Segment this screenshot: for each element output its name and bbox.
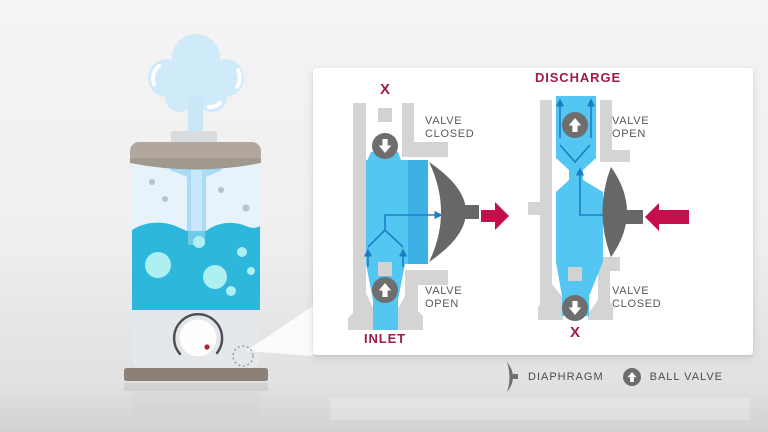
right-valve-bottom-state-label: VALVE CLOSED bbox=[612, 285, 662, 310]
steam-cloud-icon bbox=[148, 34, 244, 112]
legend-item-diaphragm: DIAPHRAGM bbox=[504, 360, 604, 394]
ball-valve-closed-icon bbox=[372, 133, 398, 159]
control-knob[interactable] bbox=[172, 313, 224, 358]
valve-seat bbox=[378, 108, 392, 122]
lid bbox=[130, 142, 261, 170]
discharge-label: DISCHARGE bbox=[534, 70, 622, 85]
left-valve-top-state-label: VALVE CLOSED bbox=[425, 115, 475, 140]
stroke-direction-arrow-icon bbox=[645, 203, 689, 231]
valve-seat bbox=[568, 267, 582, 281]
pump-detail-panel: X VALVE CLOSED VALVE OPEN INLET DISCHARG… bbox=[313, 68, 753, 355]
ball-valve-closed-icon bbox=[562, 295, 588, 321]
bubbles bbox=[145, 236, 255, 296]
left-valve-bottom-state-label: VALVE OPEN bbox=[425, 285, 463, 310]
right-valve-top-state-label: VALVE OPEN bbox=[612, 115, 650, 140]
funnel bbox=[170, 160, 222, 240]
ball-valve-open-icon bbox=[562, 112, 588, 138]
legend-ball-valve-label: BALL VALVE bbox=[649, 371, 724, 383]
body-speckles bbox=[149, 179, 250, 212]
base-bar bbox=[124, 368, 268, 381]
panel-reflection bbox=[330, 398, 750, 420]
floor-shade bbox=[0, 386, 768, 432]
hotspot-dotted-circle[interactable] bbox=[232, 345, 254, 367]
left-valve-diagram bbox=[348, 103, 509, 330]
flow-arrow-icon bbox=[555, 98, 604, 216]
legend: DIAPHRAGM BALL VALVE bbox=[504, 360, 723, 394]
right-valve-blocked-marker: X bbox=[569, 324, 580, 341]
callout-wedge bbox=[246, 306, 313, 356]
left-valve-blocked-marker: X bbox=[379, 81, 390, 98]
right-valve-diagram bbox=[528, 96, 689, 321]
inlet-label: INLET bbox=[363, 331, 407, 346]
ball-valve-icon bbox=[622, 368, 641, 386]
floor-reflection bbox=[124, 383, 268, 417]
diaphragm-icon bbox=[429, 162, 479, 262]
mist-stem bbox=[188, 96, 203, 142]
valve-seat bbox=[378, 262, 392, 276]
diaphragm-icon bbox=[507, 362, 518, 392]
valve-diagram bbox=[348, 96, 689, 330]
legend-diaphragm-label: DIAPHRAGM bbox=[528, 371, 604, 383]
diaphragm-icon bbox=[602, 167, 643, 257]
legend-item-ball-valve: BALL VALVE bbox=[622, 367, 723, 387]
stroke-direction-arrow-icon bbox=[481, 202, 509, 230]
knob-indicator-dot bbox=[204, 344, 210, 350]
flow-arrow-icon bbox=[363, 210, 443, 267]
ball-valve-open-icon bbox=[372, 277, 398, 303]
